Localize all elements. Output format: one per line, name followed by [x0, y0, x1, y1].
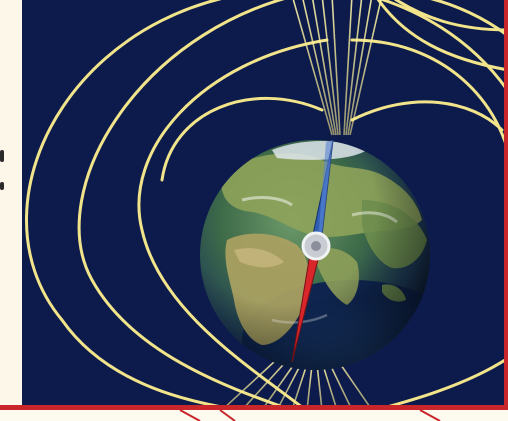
- magnetic-field-illustration: [25, 0, 508, 405]
- field-line-top-right: [393, 0, 508, 32]
- illustration-panel: [22, 0, 508, 405]
- compass-needle-icon: [291, 139, 334, 363]
- frame-border-bottom: [0, 405, 508, 410]
- field-line-left-4: [160, 96, 324, 182]
- field-line-left-3: [137, 38, 329, 405]
- bottom-frame: [0, 405, 508, 421]
- field-line-right-3: [350, 38, 508, 158]
- field-line-right-4: [350, 100, 504, 132]
- field-line-top-right-2: [376, 0, 508, 72]
- left-margin: [0, 0, 22, 421]
- cut-off-text-fragment: [0, 182, 4, 190]
- cut-off-text-fragment: [0, 150, 4, 162]
- field-line-left-outer: [25, 0, 223, 405]
- field-lines: [25, 0, 508, 405]
- frame-border-right: [504, 0, 508, 405]
- field-line-right-outer: [388, 0, 508, 405]
- north-pole-field-bundle: [292, 0, 382, 136]
